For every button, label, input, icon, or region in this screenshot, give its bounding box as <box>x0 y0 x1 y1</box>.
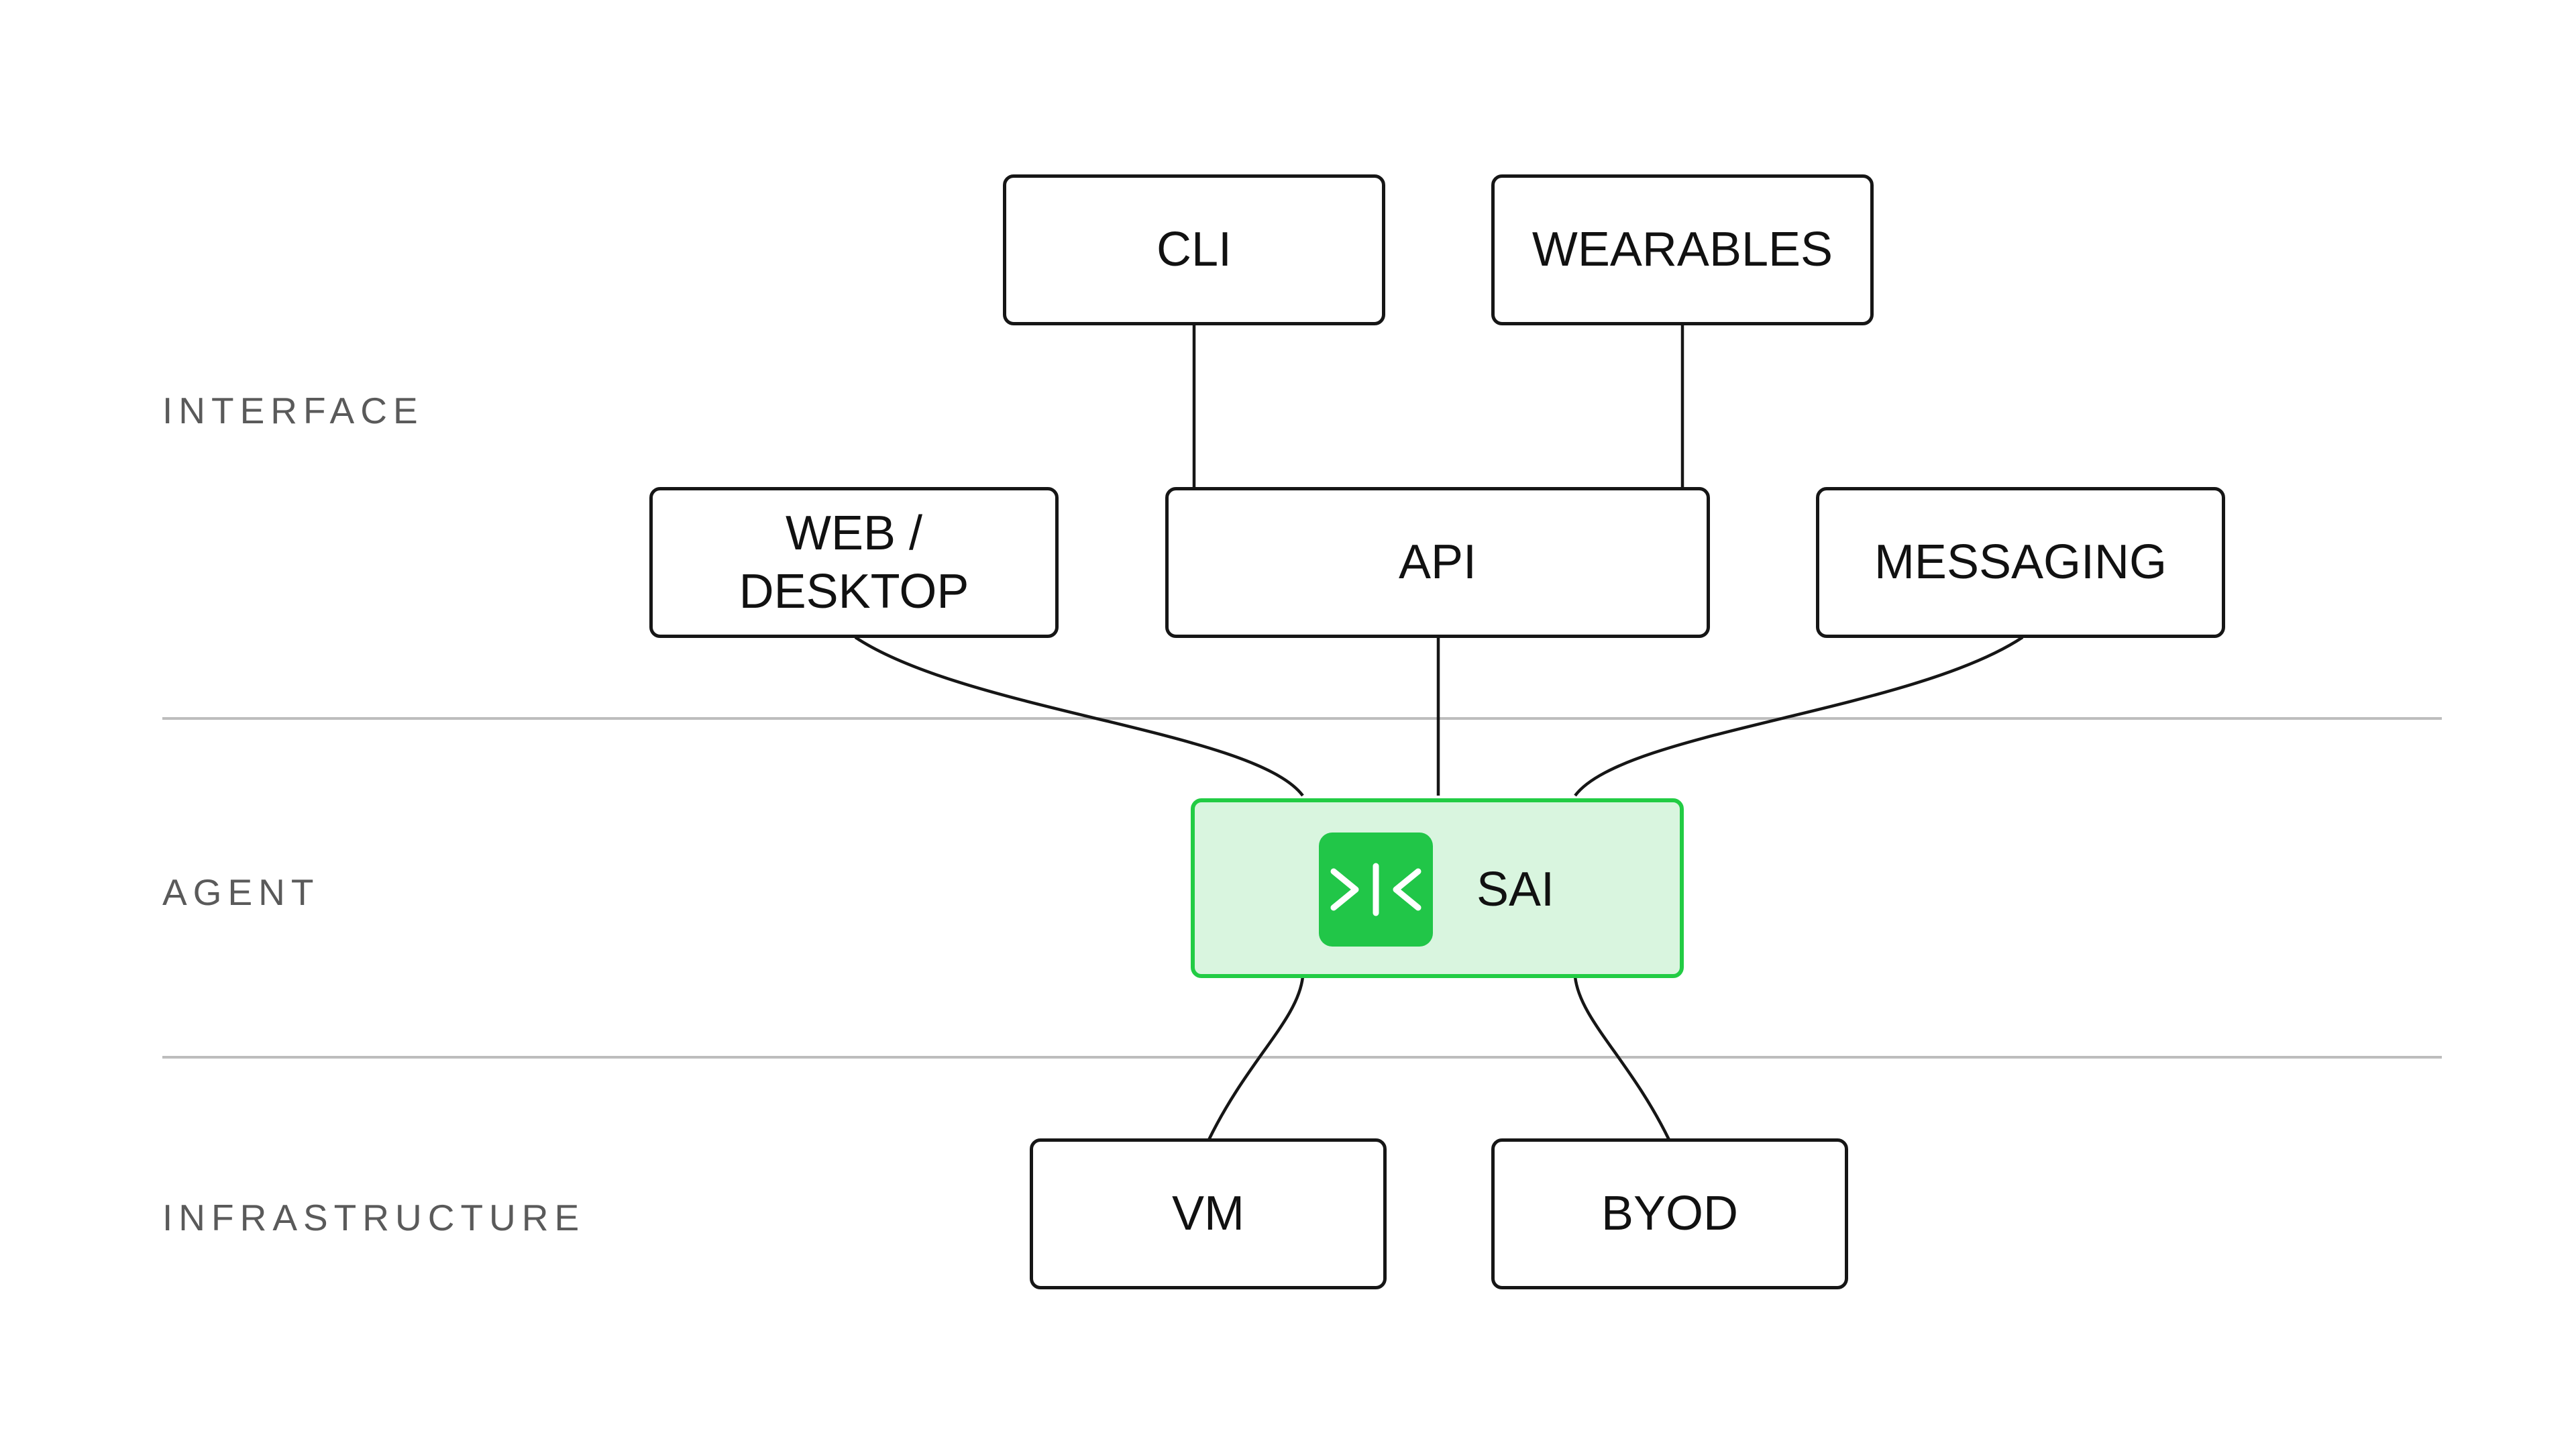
agent-label: SAI <box>1477 863 1555 916</box>
layer-label-infrastructure: INFRASTRUCTURE <box>162 1197 586 1238</box>
layer-label-interface: INTERFACE <box>162 390 424 431</box>
connector-agent-byod <box>1573 976 1671 1140</box>
layer-label-agent: AGENT <box>162 871 320 913</box>
agent-logo-icon <box>1319 833 1433 947</box>
node-wearables[interactable]: WEARABLES <box>1491 174 1874 325</box>
connector-web-desktop-agent <box>854 636 1304 797</box>
node-vm[interactable]: VM <box>1030 1138 1387 1289</box>
node-cli[interactable]: CLI <box>1003 174 1385 325</box>
connector-messaging-agent <box>1574 636 2024 797</box>
node-byod[interactable]: BYOD <box>1491 1138 1848 1289</box>
node-agent[interactable]: SAI <box>1191 798 1684 978</box>
connector-agent-vm <box>1207 976 1305 1140</box>
node-web-desktop[interactable]: WEB / DESKTOP <box>649 487 1059 638</box>
node-messaging[interactable]: MESSAGING <box>1816 487 2225 638</box>
node-api[interactable]: API <box>1165 487 1710 638</box>
